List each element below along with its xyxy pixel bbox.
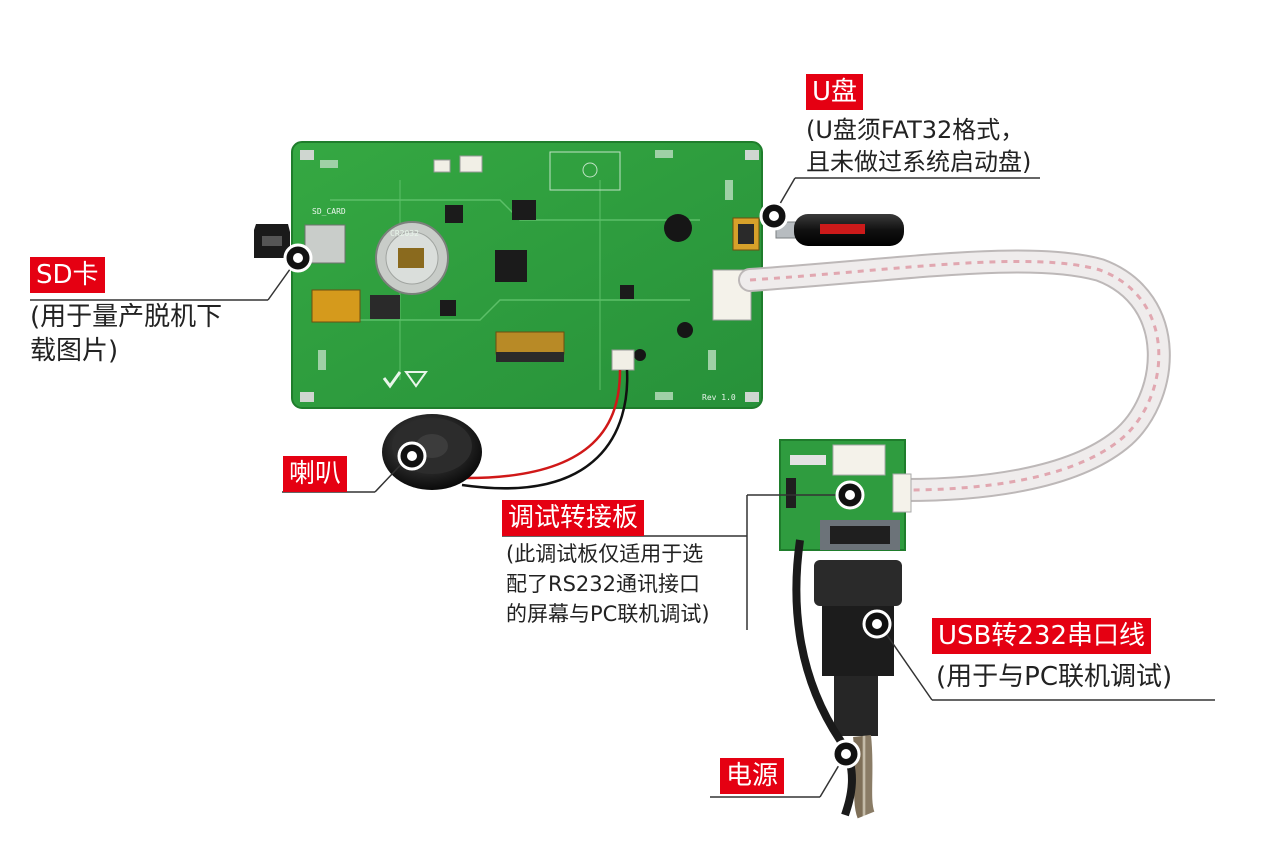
note-u-disk: (U盘须FAT32格式， 且未做过系统启动盘) <box>806 114 1031 178</box>
callout-dot-icon <box>835 480 865 510</box>
note-debug-board: (此调试板仅适用于选 配了RS232通讯接口 的屏幕与PC联机调试) <box>506 539 710 629</box>
note-debug-board-line-2: 配了RS232通讯接口 <box>506 572 701 596</box>
leader-lines <box>30 177 1215 798</box>
ribbon-cable <box>738 249 1171 502</box>
power-cable <box>792 539 856 817</box>
usb-drive-icon <box>775 214 904 246</box>
note-debug-board-line-1: (此调试板仅适用于选 <box>506 542 704 566</box>
callout-dot-icon <box>283 243 313 273</box>
label-debug-board: 调试转接板 <box>502 500 645 536</box>
note-sd-card-line-1: (用于量产脱机下 <box>30 302 223 332</box>
note-u-disk-line-1: (U盘须FAT32格式， <box>806 116 1025 144</box>
revision-label: Rev 1.0 <box>702 393 736 402</box>
speaker-icon <box>382 414 482 490</box>
callout-dot-icon <box>397 441 427 471</box>
usb232-cable <box>814 560 902 819</box>
main-pcb: SD_CARD CR2032 Rev 1.0 <box>291 141 763 409</box>
note-usb232: (用于与PC联机调试) <box>936 660 1172 694</box>
battery-label: CR2032 <box>390 229 419 238</box>
label-usb232: USB转232串口线 <box>932 618 1151 654</box>
label-u-disk: U盘 <box>806 74 864 110</box>
label-sd-card: SD卡 <box>30 257 105 293</box>
note-sd-card-line-2: 载图片) <box>30 336 119 366</box>
note-u-disk-line-2: 且未做过系统启动盘) <box>806 148 1032 176</box>
label-speaker: 喇叭 <box>283 456 348 492</box>
label-power: 电源 <box>720 758 785 794</box>
note-debug-board-line-3: 的屏幕与PC联机调试) <box>506 602 710 626</box>
sd-slot-label: SD_CARD <box>312 207 346 216</box>
microsd-card-icon <box>254 224 290 258</box>
callout-dot-icon <box>831 739 861 769</box>
note-sd-card: (用于量产脱机下 载图片) <box>30 300 222 368</box>
callout-dot-icon <box>759 201 789 231</box>
callout-dot-icon <box>862 609 892 639</box>
note-usb232-line-1: (用于与PC联机调试) <box>936 662 1173 692</box>
